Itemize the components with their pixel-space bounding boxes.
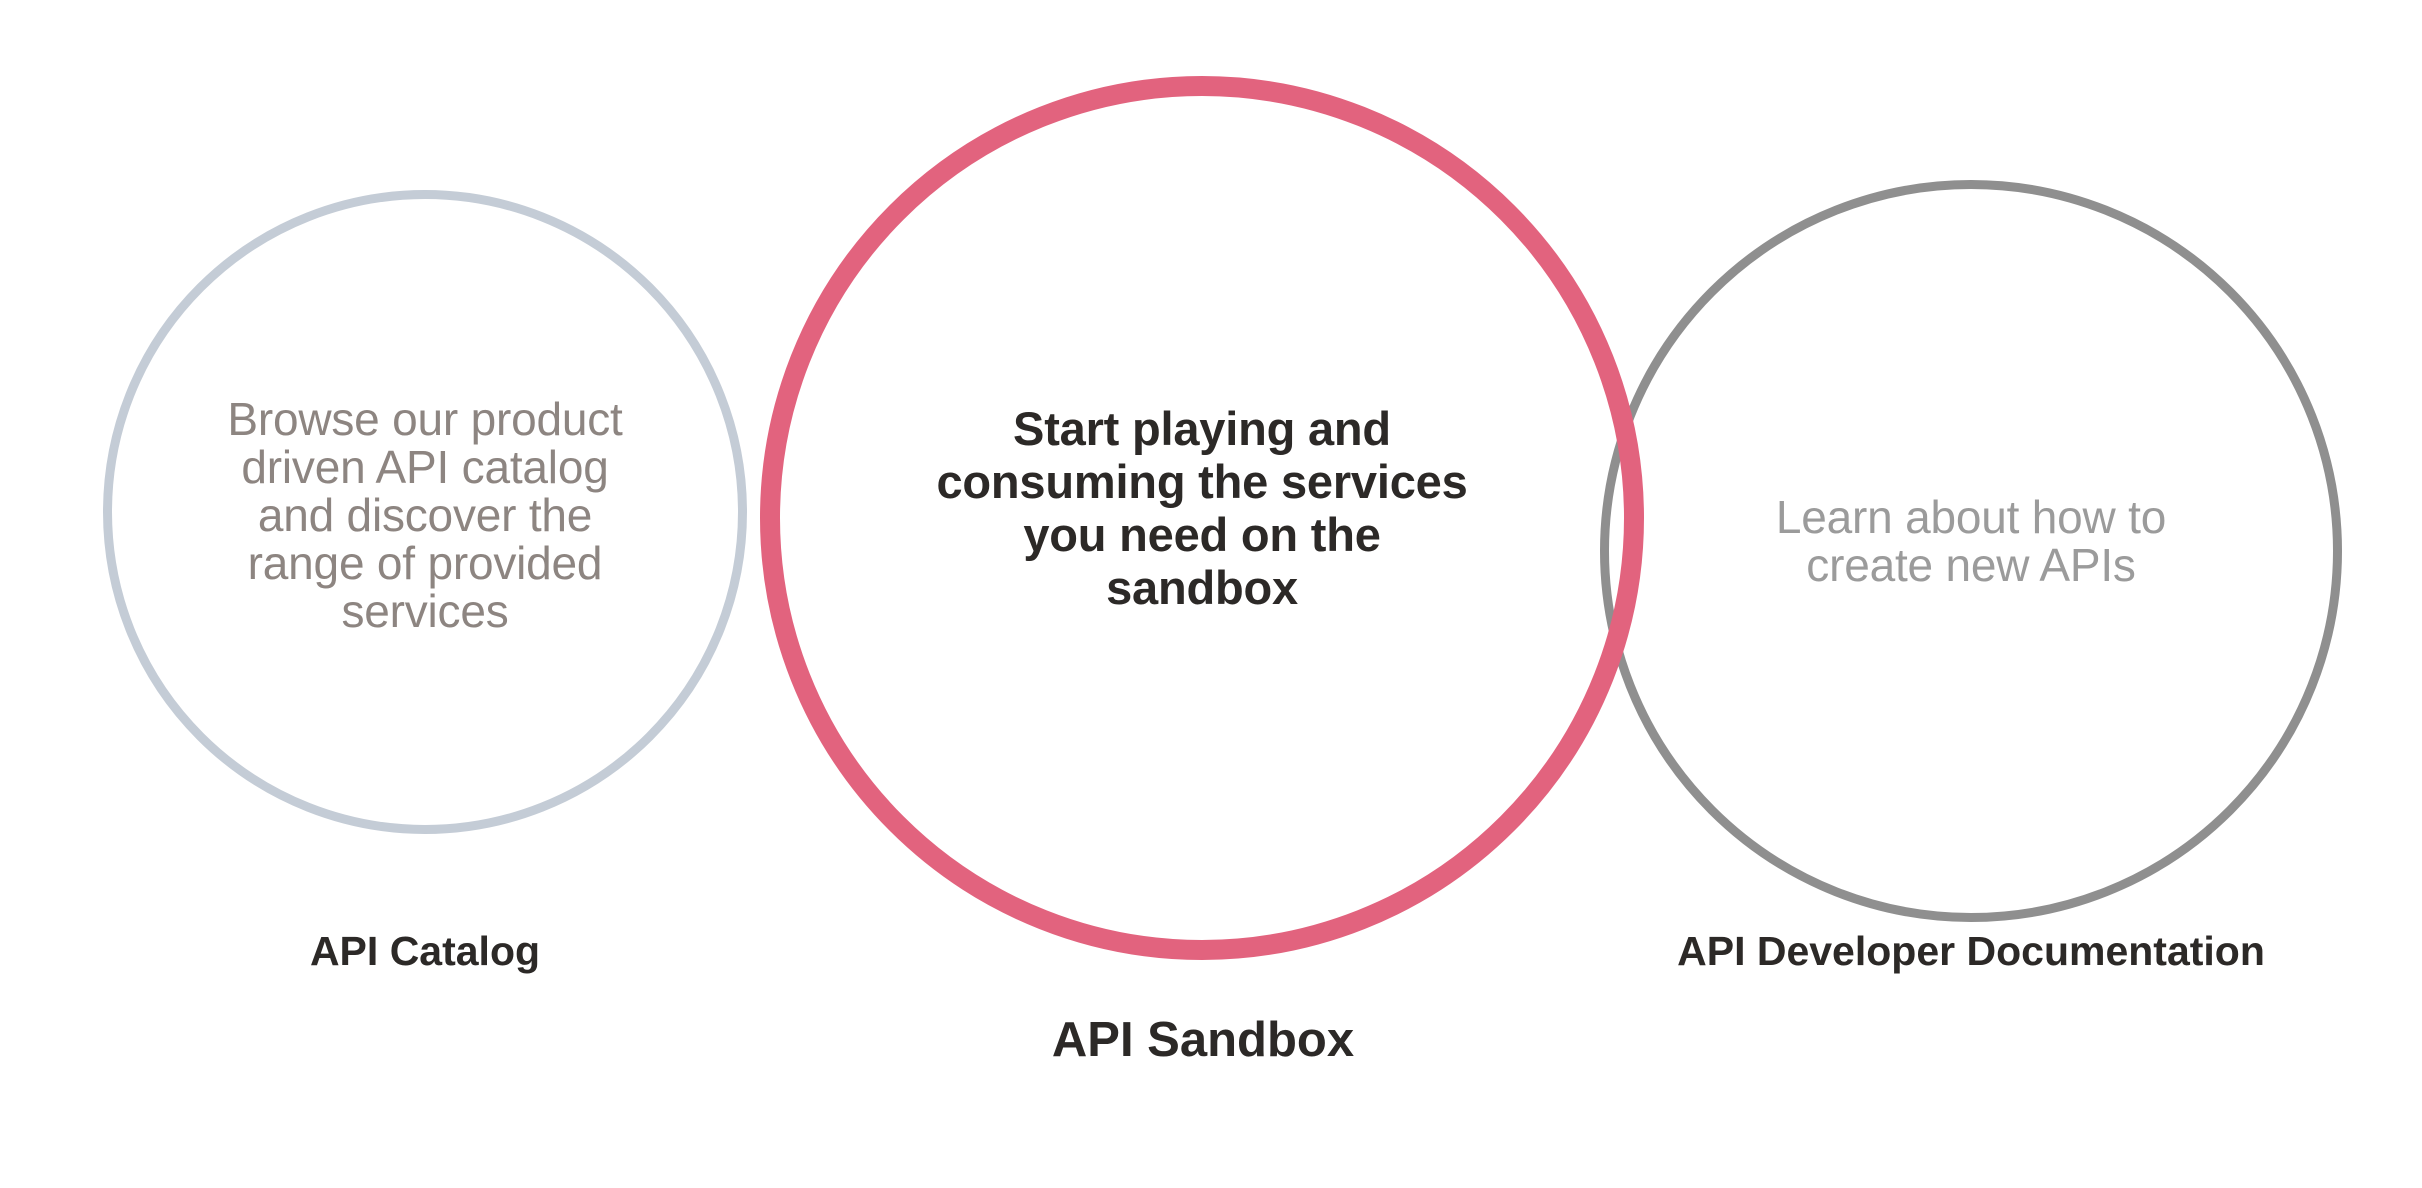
circle-api-sandbox[interactable]: Start playing and consuming the services…: [760, 76, 1644, 960]
circle-body-text-api-catalog: Browse our product driven API catalog an…: [227, 393, 623, 637]
caption-api-developer-documentation: API Developer Documentation: [1677, 928, 2265, 974]
circle-body-text-api-developer-documentation: Learn about how to create new APIs: [1775, 490, 2167, 591]
circle-api-developer-documentation[interactable]: Learn about how to create new APIs: [1600, 180, 2342, 922]
caption-api-catalog: API Catalog: [309, 928, 541, 974]
caption-api-sandbox: API Sandbox: [1051, 1013, 1355, 1067]
circle-body-text-api-sandbox: Start playing and consuming the services…: [936, 401, 1468, 615]
circle-api-catalog[interactable]: Browse our product driven API catalog an…: [103, 190, 747, 834]
